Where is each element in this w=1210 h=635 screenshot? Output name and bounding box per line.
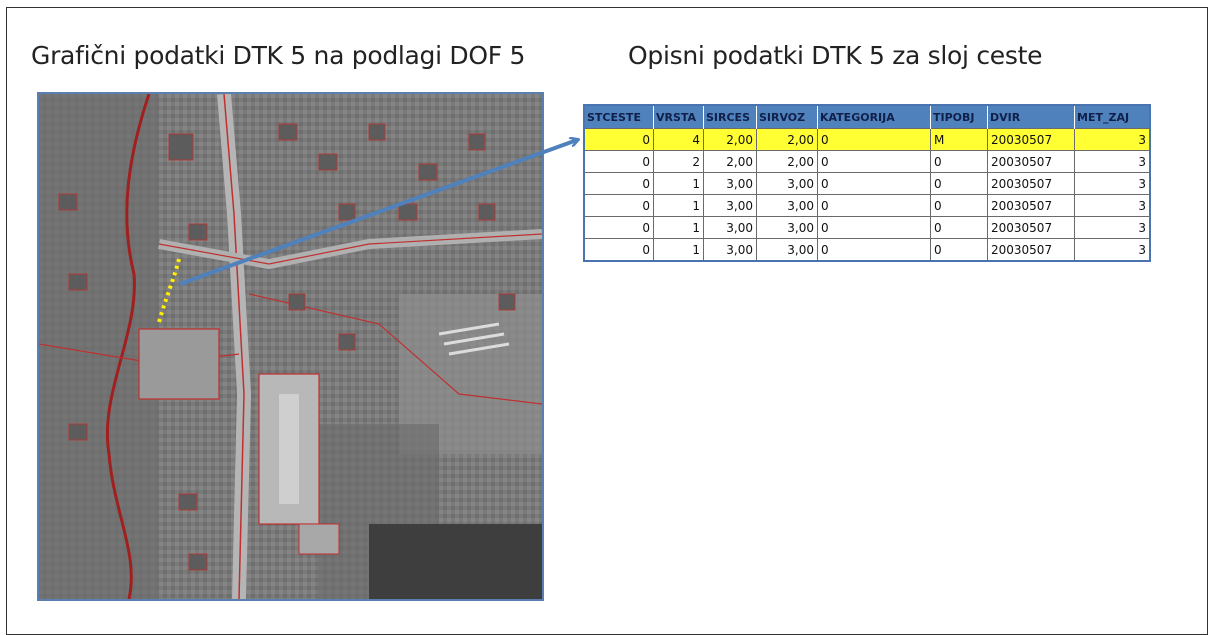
table-cell: 3,00 [703,172,757,195]
table-cell: 0 [583,128,654,151]
table-cell: 3,00 [703,194,757,217]
table-cell: 20030507 [987,216,1075,239]
aerial-photo [37,92,544,601]
table-cell: 1 [653,238,704,262]
table-row: 0 1 3,00 3,00 0 0 20030507 3 [583,194,1151,217]
table-cell: 20030507 [987,194,1075,217]
table-cell: 3,00 [756,238,818,262]
table-cell: 3 [1074,172,1151,195]
table-cell: 1 [653,172,704,195]
table-header-row: STCESTE VRSTA SIRCES SIRVOZ KATEGORIJA T… [584,105,1151,129]
table-cell: 2,00 [756,150,818,173]
column-header: STCESTE [584,105,654,129]
table-cell: 0 [583,150,654,173]
table-cell: 2,00 [703,128,757,151]
column-header: VRSTA [653,105,704,129]
table-cell: 3 [1074,216,1151,239]
column-header: SIRCES [703,105,757,129]
table-cell: 0 [930,238,988,262]
table-cell: 3,00 [756,194,818,217]
table-cell: 3,00 [703,238,757,262]
table-cell: 0 [817,128,931,151]
table-cell: 0 [817,172,931,195]
table-cell: 2,00 [756,128,818,151]
table-cell: 2 [653,150,704,173]
table-cell: 0 [817,150,931,173]
column-header: DVIR [987,105,1075,129]
table-cell: 2,00 [703,150,757,173]
table-cell: 0 [930,216,988,239]
table-cell: 0 [583,194,654,217]
table-row: 0 1 3,00 3,00 0 0 20030507 3 [583,216,1151,239]
table-cell: 3,00 [756,172,818,195]
table-cell: 0 [817,238,931,262]
column-header: SIRVOZ [756,105,818,129]
table-cell: 20030507 [987,238,1075,262]
table-cell: 3 [1074,194,1151,217]
column-header: TIPOBJ [930,105,988,129]
table-cell: 1 [653,194,704,217]
table-cell: 1 [653,216,704,239]
table-cell: 0 [930,194,988,217]
table-cell: 3,00 [756,216,818,239]
table-cell: 0 [817,194,931,217]
left-title: Grafični podatki DTK 5 na podlagi DOF 5 [31,41,526,70]
table-cell: 20030507 [987,128,1075,151]
right-title: Opisni podatki DTK 5 za sloj ceste [628,41,1043,70]
column-header: MET_ZAJ [1074,105,1151,129]
table-cell: 20030507 [987,172,1075,195]
table-cell: 0 [583,216,654,239]
column-header: KATEGORIJA [817,105,931,129]
table-row: 0 1 3,00 3,00 0 0 20030507 3 [583,172,1151,195]
table-cell: 3 [1074,128,1151,151]
road-attribute-table: STCESTE VRSTA SIRCES SIRVOZ KATEGORIJA T… [583,104,1151,262]
table-cell: 4 [653,128,704,151]
table-cell: M [930,128,988,151]
table-cell: 3 [1074,238,1151,262]
table-cell: 3,00 [703,216,757,239]
table-cell: 0 [583,172,654,195]
table-cell: 0 [583,238,654,262]
table-row: 0 1 3,00 3,00 0 0 20030507 3 [583,238,1151,262]
table-cell: 0 [930,172,988,195]
table-cell: 0 [817,216,931,239]
table-cell: 0 [930,150,988,173]
table-cell: 20030507 [987,150,1075,173]
table-row: 0 4 2,00 2,00 0 M 20030507 3 [583,128,1151,151]
table-row: 0 2 2,00 2,00 0 0 20030507 3 [583,150,1151,173]
table-cell: 3 [1074,150,1151,173]
